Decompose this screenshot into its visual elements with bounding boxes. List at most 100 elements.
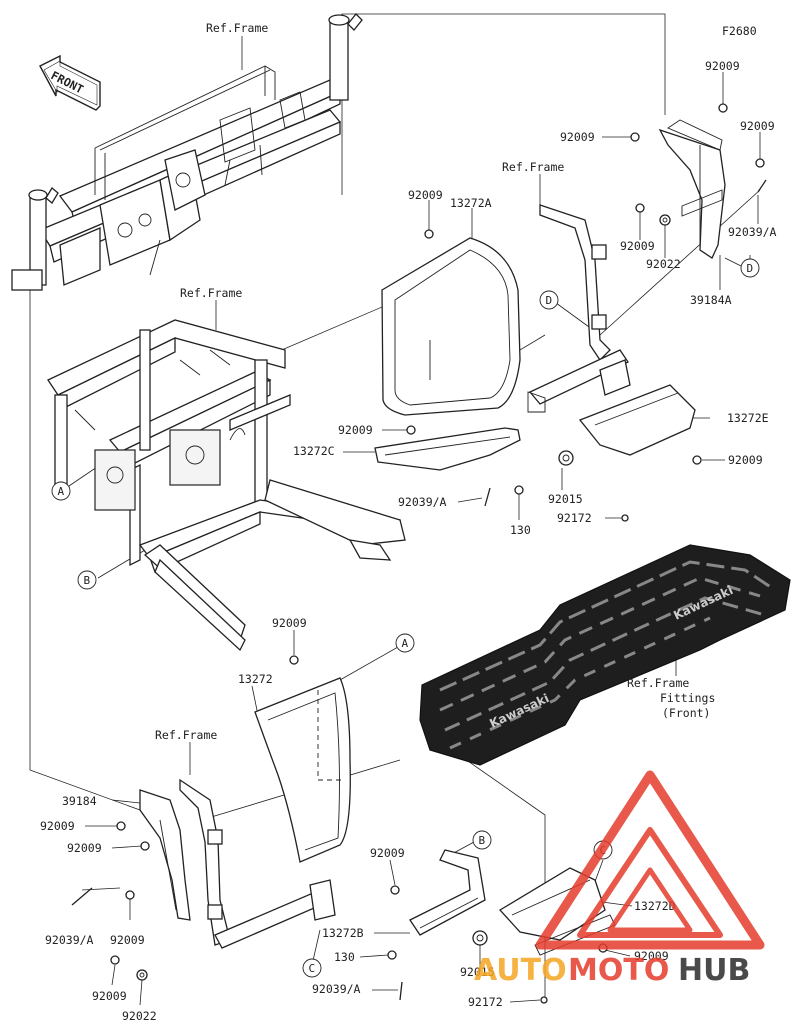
label-92009-m: 92009 <box>370 846 405 860</box>
label-ref-frame-fittings-2: Fittings <box>660 691 715 705</box>
bolt-92009-i <box>116 821 126 831</box>
left-frame-fitting <box>179 778 336 949</box>
label-130-b: 130 <box>334 950 355 964</box>
bracket-13272b <box>409 849 486 936</box>
label-92009-k: 92009 <box>110 933 145 947</box>
clip-92039a-d <box>399 981 403 1001</box>
label-92009-h: 92009 <box>272 616 307 630</box>
front-arrow-icon: FRONT <box>39 54 101 111</box>
label-ref-frame-fittings-1: Ref.Frame <box>627 676 689 690</box>
right-frame-fitting <box>527 204 631 413</box>
label-92015-a: 92015 <box>548 492 583 506</box>
part-labels: Ref.Frame Ref.Frame Ref.Frame Ref.Frame … <box>40 21 777 1023</box>
watermark-logo: AUTO MOTO HUB <box>474 770 765 988</box>
svg-text:B: B <box>84 574 91 587</box>
clip-92039a-a <box>757 179 767 193</box>
floor-mat: Kawasaki Kawasaki <box>419 544 791 766</box>
label-39184: 39184 <box>62 794 97 808</box>
bolt-92009-j <box>140 841 150 851</box>
bolt-92009-d <box>635 203 645 213</box>
callout-b-lower: B <box>472 830 492 850</box>
clip-92039a-c <box>71 887 93 906</box>
clip-92039a-b <box>484 487 491 507</box>
bolt-92009-g <box>692 455 702 465</box>
figure-code: F2680 <box>722 24 757 38</box>
label-92009-b: 92009 <box>560 130 595 144</box>
label-130-a: 130 <box>510 523 531 537</box>
label-92009-c: 92009 <box>740 119 775 133</box>
callout-a-lower: A <box>395 633 415 653</box>
rivet-92172-b <box>540 996 548 1004</box>
nut-130-a <box>514 485 524 495</box>
washer-92022-a <box>659 214 671 226</box>
label-92172-b: 92172 <box>468 995 503 1009</box>
label-92009-e: 92009 <box>408 188 443 202</box>
callout-c-lower: C <box>302 958 322 978</box>
rivet-92172-a <box>621 514 629 522</box>
front-panel-13272 <box>254 677 351 863</box>
label-92022-b: 92022 <box>122 1009 157 1023</box>
label-92039a-b: 92039/A <box>398 495 447 509</box>
bolt-92009-h <box>289 655 299 665</box>
label-13272e: 13272E <box>727 411 769 425</box>
left-side-cover-39184 <box>139 789 191 921</box>
panel-13272e <box>578 384 696 456</box>
label-13272b: 13272B <box>322 926 364 940</box>
right-side-cover-39184a <box>658 119 726 259</box>
grommet-92015-a <box>558 450 574 466</box>
bolt-92009-a <box>718 103 728 113</box>
svg-text:B: B <box>479 834 486 847</box>
label-ref-frame-mid: Ref.Frame <box>180 286 242 300</box>
grommet-92015-b <box>472 930 488 946</box>
label-92172-a: 92172 <box>557 511 592 525</box>
svg-text:C: C <box>309 962 316 975</box>
watermark-moto-text: MOTO <box>568 953 669 988</box>
label-92009-a: 92009 <box>705 59 740 73</box>
label-92009-j: 92009 <box>67 841 102 855</box>
label-92039a-d: 92039/A <box>312 982 361 996</box>
bolt-92009-c <box>755 158 765 168</box>
watermark-triangle-icon <box>535 770 765 950</box>
label-92039a-a: 92039/A <box>728 225 777 239</box>
bolt-92009-f <box>406 425 416 435</box>
bolt-92009-b <box>630 132 640 142</box>
bolt-92009-k <box>125 890 135 900</box>
watermark-hub-text: HUB <box>678 953 750 988</box>
washer-92022-b <box>136 969 148 981</box>
rear-frame-assembly <box>11 13 363 291</box>
bolt-92009-m <box>390 885 400 895</box>
callout-d-right: D <box>740 258 760 278</box>
svg-text:D: D <box>546 294 553 307</box>
label-ref-frame-top: Ref.Frame <box>206 21 268 35</box>
label-ref-frame-bottom: Ref.Frame <box>155 728 217 742</box>
bolt-92009-l <box>110 955 120 965</box>
label-92009-g: 92009 <box>728 453 763 467</box>
label-92009-n: 92009 <box>634 949 669 963</box>
svg-text:A: A <box>58 485 65 498</box>
callout-d-upper: D <box>539 290 559 310</box>
bolt-92009-e <box>424 229 434 239</box>
callout-a-upper: A <box>51 481 71 501</box>
svg-text:D: D <box>747 262 754 275</box>
label-92009-f: 92009 <box>338 423 373 437</box>
label-39184a: 39184A <box>690 293 732 307</box>
label-92009-d: 92009 <box>620 239 655 253</box>
label-92022-a: 92022 <box>646 257 681 271</box>
label-13272a: 13272A <box>450 196 492 210</box>
label-13272d: 13272D <box>634 899 676 913</box>
watermark-auto-text: AUTO <box>474 953 567 988</box>
rear-panel-13272a <box>381 237 521 416</box>
callout-b-upper: B <box>77 570 97 590</box>
label-13272c: 13272C <box>293 444 335 458</box>
label-92039a-c: 92039/A <box>45 933 94 947</box>
label-ref-frame-right: Ref.Frame <box>502 160 564 174</box>
bracket-13272c <box>374 427 521 471</box>
label-13272: 13272 <box>238 672 273 686</box>
label-92009-i: 92009 <box>40 819 75 833</box>
label-92009-l: 92009 <box>92 989 127 1003</box>
svg-text:A: A <box>402 637 409 650</box>
label-92015-b: 92015 <box>460 965 495 979</box>
label-ref-frame-fittings-3: (Front) <box>662 706 710 720</box>
main-frame-assembly <box>47 319 406 652</box>
